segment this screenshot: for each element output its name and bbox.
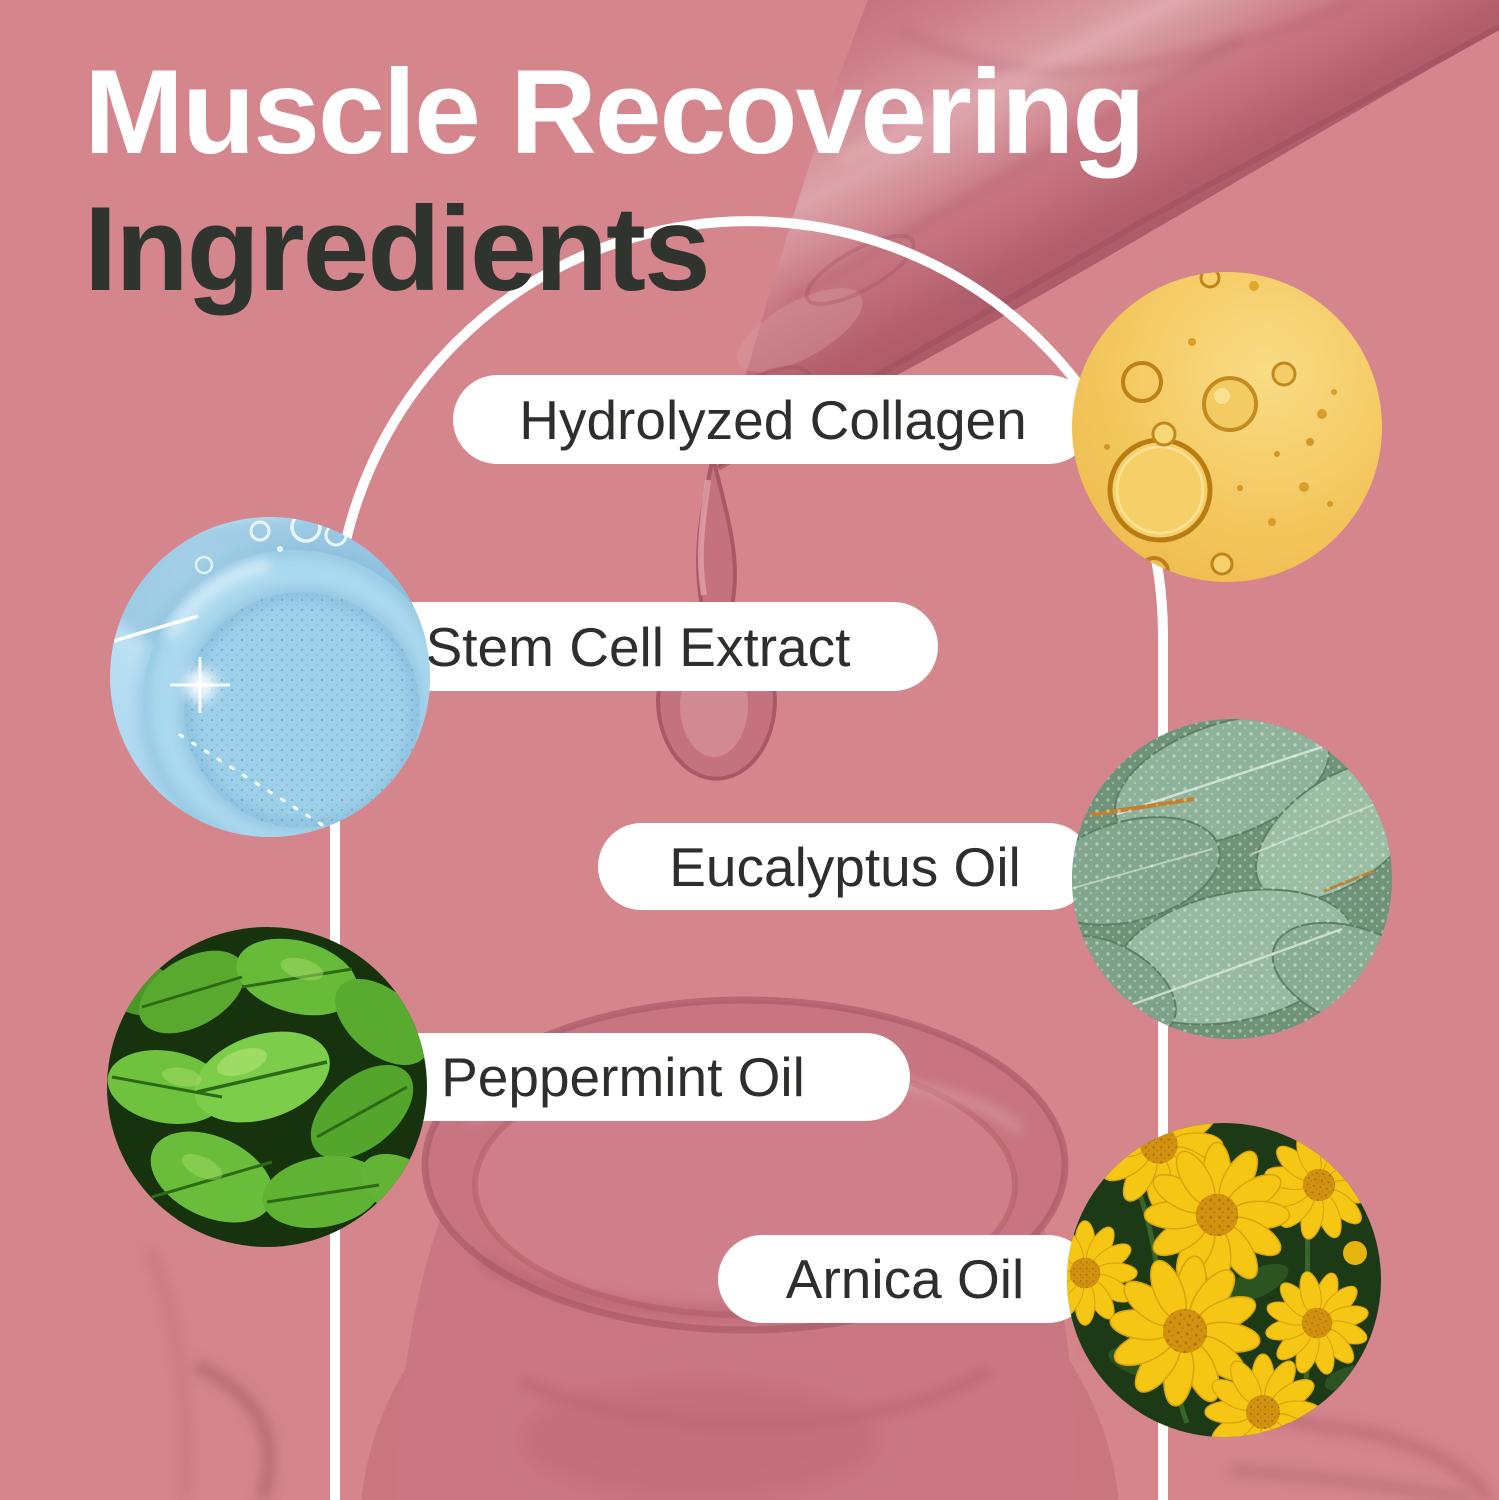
label-pill-peppermint-oil: Peppermint Oil <box>336 1033 910 1121</box>
ingredient-label: Eucalyptus Oil <box>669 835 1021 898</box>
label-pill-hydrolyzed-collagen: Hydrolyzed Collagen <box>453 375 1093 464</box>
stem-cell-extract-photo <box>110 517 430 837</box>
title-line-1: Muscle Recovering <box>84 45 1146 179</box>
label-pill-eucalyptus-oil: Eucalyptus Oil <box>598 823 1092 910</box>
arnica-oil-photo <box>1067 1123 1381 1437</box>
glass-dropper <box>654 0 1499 471</box>
ingredient-label: Arnica Oil <box>785 1248 1025 1310</box>
hydrolyzed-collagen-photo <box>1072 272 1382 582</box>
peppermint-oil-photo <box>107 927 427 1247</box>
ingredient-label: Peppermint Oil <box>441 1046 805 1108</box>
title-line-2: Ingredients <box>84 181 711 316</box>
eucalyptus-oil-photo <box>1072 719 1392 1039</box>
label-pill-arnica-oil: Arnica Oil <box>718 1235 1092 1323</box>
ingredient-label: Stem Cell Extract <box>425 615 851 678</box>
ingredient-label: Hydrolyzed Collagen <box>519 388 1027 451</box>
label-pill-stem-cell-extract: Stem Cell Extract <box>338 602 938 691</box>
page-title: Muscle Recovering Ingredients <box>84 44 1146 318</box>
